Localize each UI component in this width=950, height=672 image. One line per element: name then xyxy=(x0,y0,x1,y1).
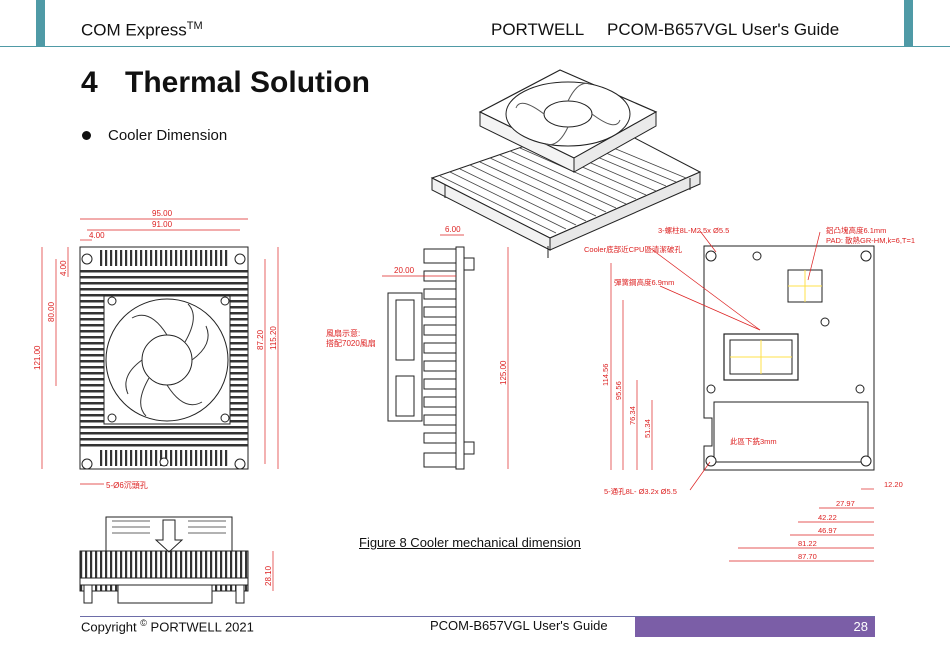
dim-front-height: 28.10 xyxy=(264,565,273,586)
dim-overall-height: 121.00 xyxy=(33,345,42,370)
dim-hole-offset-y: 4.00 xyxy=(59,260,68,276)
dim-bottom-v4: 51.34 xyxy=(643,419,652,438)
dim-bottom-h5: 81.22 xyxy=(798,539,817,548)
top-view-hole-note: 5-Ø6沉頭孔 xyxy=(106,481,148,490)
copyright-mark: © xyxy=(140,618,147,628)
footer-page-bar: 28 xyxy=(635,617,875,637)
dim-bottom-h1: 12.20 xyxy=(884,480,903,489)
bottom-note-standoff: 3-螺柱8L-M2.5x Ø5.5 xyxy=(658,225,729,235)
dim-hole-span-width: 91.00 xyxy=(152,220,173,229)
header-brand: PORTWELL xyxy=(491,20,585,39)
header-accent-left xyxy=(36,0,45,47)
dim-fan-height: 80.00 xyxy=(47,301,56,322)
trademark-mark: TM xyxy=(186,20,203,32)
chapter-title: Thermal Solution xyxy=(125,66,371,99)
bottom-note-spring-steel: 彈簧鋼高度6.9mm xyxy=(614,277,674,287)
dim-side-base: 6.00 xyxy=(445,225,461,234)
dim-bottom-h4: 46.97 xyxy=(818,526,837,535)
header-guide-title: PCOM-B657VGL User's Guide xyxy=(607,20,840,39)
isometric-view xyxy=(430,69,702,258)
copyright-company: PORTWELL 2021 xyxy=(150,619,254,635)
chapter-number: 4 xyxy=(81,66,98,99)
bottom-note-thermal-pad: PAD: 散熱GR-HM,k=6,T=1 xyxy=(826,235,915,245)
front-view: 28.10 xyxy=(79,516,274,604)
figure-caption: Figure 8 Cooler mechanical dimension xyxy=(359,535,581,550)
page-number: 28 xyxy=(853,619,868,634)
bottom-note-cleaning-hole: Cooler底部近CPU區清潔破孔 xyxy=(584,244,682,254)
dim-overall-width: 95.00 xyxy=(152,209,173,218)
header-product-text: COM Express xyxy=(81,20,187,40)
side-note-line1: 風扇示意: xyxy=(326,328,360,338)
bottom-note-milled-area: 此區下銑3mm xyxy=(730,436,777,446)
side-view: 6.00 20.00 125.00 風扇示意: 搭配7020風扇 xyxy=(326,225,509,470)
side-note-line2: 搭配7020風扇 xyxy=(326,338,376,348)
copyright-label: Copyright xyxy=(81,619,137,635)
chapter-heading: 4 Thermal Solution xyxy=(81,66,370,100)
dim-fin-height: 87.20 xyxy=(256,329,265,350)
dim-bottom-v3: 76.34 xyxy=(628,406,637,425)
footer-guide-title: PCOM-B657VGL User's Guide xyxy=(430,618,608,633)
dim-side-length: 125.00 xyxy=(499,360,508,385)
bottom-view: 3-螺柱8L-M2.5x Ø5.5 Cooler底部近CPU區清潔破孔 彈簧鋼高… xyxy=(584,225,915,562)
bottom-note-aluminium-pad: 鋁凸塊高度6.1mm xyxy=(826,225,886,235)
bullet-dot-icon xyxy=(82,131,91,140)
dim-bottom-h3: 42.22 xyxy=(818,513,837,522)
footer-copyright: Copyright © PORTWELL 2021 xyxy=(81,618,254,634)
header-divider xyxy=(0,46,950,47)
footer-divider xyxy=(80,616,875,617)
dim-bottom-h2: 27.97 xyxy=(836,499,855,508)
dim-hole-offset-x: 4.00 xyxy=(89,231,105,240)
header-product-line: COM ExpressTM xyxy=(81,20,203,41)
top-view: 95.00 91.00 4.00 4.00 80.00 121.00 87.20… xyxy=(33,209,279,490)
dim-side-fan-depth: 20.00 xyxy=(394,266,415,275)
bullet-cooler-dimension: Cooler Dimension xyxy=(108,127,228,144)
dim-bottom-v1: 114.56 xyxy=(601,364,610,386)
dim-bottom-v2: 95.56 xyxy=(614,381,623,400)
dim-bottom-h6: 87.70 xyxy=(798,552,817,561)
bottom-note-through-holes: 5-通孔8L- Ø3.2x Ø5.5 xyxy=(604,486,677,496)
header-accent-right xyxy=(904,0,913,47)
dim-hole-span-height: 115.20 xyxy=(269,326,278,350)
